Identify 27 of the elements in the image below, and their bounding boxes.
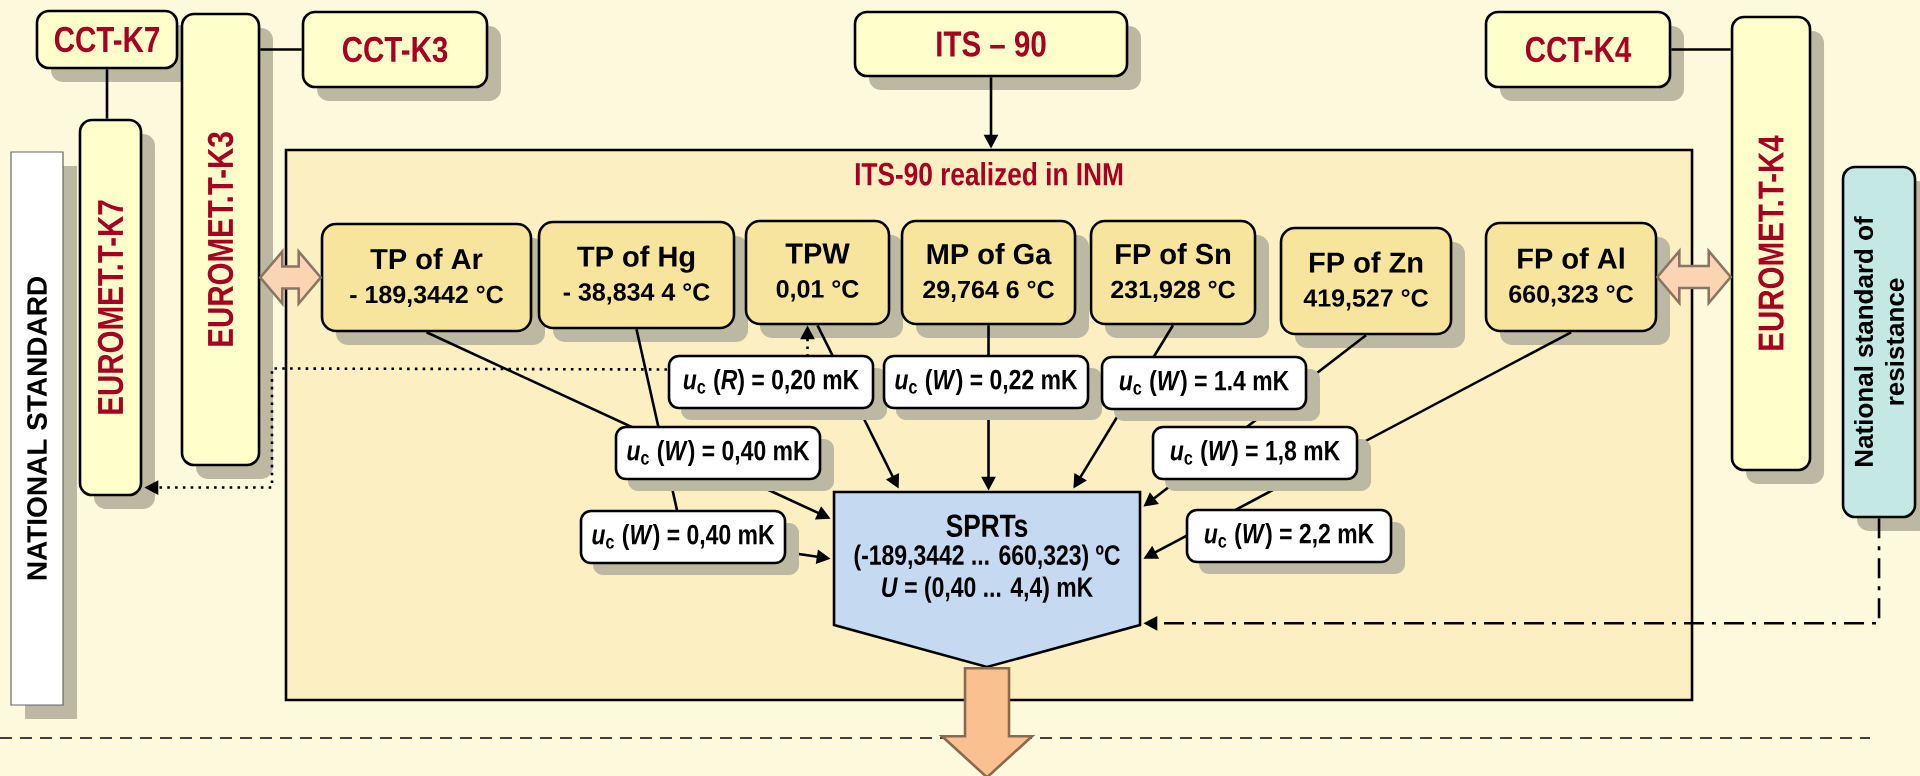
block-arrow — [938, 667, 1036, 776]
edge-label: u$_{c}$ (R) = 0,20 mK — [667, 354, 887, 420]
title-box: ITS – 90 — [853, 10, 1141, 90]
title-box: CCT-K4 — [1484, 10, 1684, 101]
edge-label: u$_{c}$ (W) = 2,2 mK — [1185, 508, 1405, 574]
fixed-point-box: TP of Ar - 189,3442 °C — [320, 222, 545, 345]
edge-label: u$_{c}$ (W) = 1.4 mK — [1100, 355, 1320, 421]
vertical-box: NATIONAL STANDARD — [10, 151, 77, 719]
title-box: CCT-K7 — [35, 9, 191, 82]
edge-label: u$_{c}$ (W) = 0,40 mK — [614, 425, 834, 491]
fixed-point-box: TPW 0,01 °C — [744, 219, 903, 338]
fixed-point-box: MP of Ga 29,764 6 °C — [900, 219, 1089, 338]
fixed-point-box: FP of Sn 231,928 °C — [1089, 219, 1269, 338]
edge-label: u$_{c}$ (W) = 0,40 mK — [579, 509, 799, 575]
vertical-box: EUROMET.T-K4 — [1730, 15, 1825, 484]
connector-line — [105, 69, 109, 119]
title-box: CCT-K3 — [301, 10, 501, 101]
connector-line — [1671, 48, 1731, 51]
vertical-box: National standard of resistance — [1841, 165, 1920, 531]
fixed-point-box: FP of Al 660,323 °C — [1484, 221, 1670, 345]
edge-label: u$_{c}$ (W) = 1,8 mK — [1151, 425, 1371, 491]
fixed-point-box: FP of Zn 419,527 °C — [1279, 226, 1465, 348]
connector-line — [260, 48, 302, 51]
edge-label: u$_{c}$ (W) = 0,22 mK — [882, 354, 1102, 420]
vertical-box: EUROMET.T-K7 — [78, 118, 155, 509]
fixed-point-box: TP of Hg - 38,834 4 °C — [537, 220, 748, 342]
vertical-box: EUROMET.T-K3 — [180, 12, 273, 479]
